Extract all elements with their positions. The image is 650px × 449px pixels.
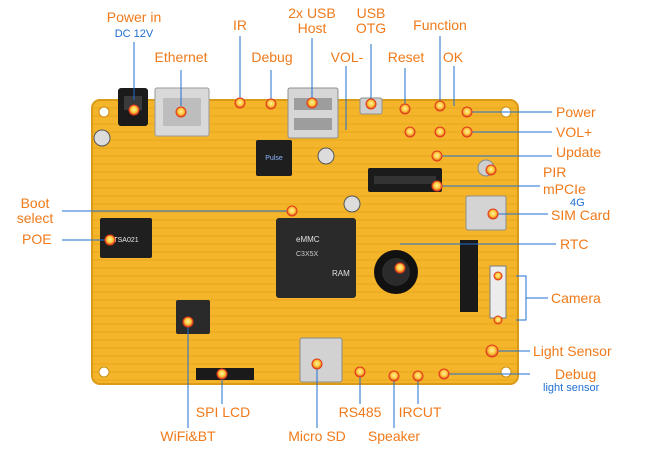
poe-module-text: TSA021 [113,237,138,244]
mpcie-slot [368,168,442,192]
label-usb-host: 2x USB Host [288,5,336,36]
emmc-chip-text: eMMC [296,235,320,244]
label-micro-sd: Micro SD [288,428,346,444]
marker-usb-host [306,97,318,109]
marker-light-sensor [485,344,499,358]
label-debug-bottom: Debug [555,366,597,382]
label-power-in-sub: DC 12V [114,28,154,40]
component-markers [104,97,503,382]
marker-function [434,100,446,112]
label-ok: OK [442,49,464,65]
label-debug-bottom-sub: light sensor [543,382,600,394]
marker-vol-plus [461,126,473,138]
marker-vol-minus [404,126,416,138]
marker-poe [104,234,116,246]
marker-mpcie [431,180,443,192]
label-mpcie: mPCIe [543,181,586,197]
label-rtc: RTC [560,236,589,252]
marker-spi-lcd [216,368,228,380]
marker-sim-card [487,208,499,220]
marker-camera-1 [493,271,503,281]
marker-update [431,150,443,162]
marker-reset [399,103,411,115]
label-spi-lcd: SPI LCD [195,404,251,420]
marker-debug-bottom [438,368,450,380]
label-vol-minus: VOL- [330,49,364,65]
ethernet-transformer: Pulse [256,140,292,176]
label-boot-select: Boot select [16,195,54,226]
leader-lines [62,36,556,428]
marker-speaker [388,370,400,382]
rtc-battery [374,250,418,294]
label-function: Function [413,17,467,33]
label-wifi-bt: WiFi&BT [160,428,216,444]
marker-wifi-bt [182,316,194,328]
label-light-sensor: Light Sensor [533,343,612,359]
label-poe: POE [22,231,52,247]
label-power-in: Power in [106,9,162,25]
marker-ircut [412,370,424,382]
marker-ethernet [175,106,187,118]
marker-rs485 [354,366,366,378]
marker-pir [485,164,497,176]
marker-ok [461,106,473,118]
soc-chip-text: C3X5X [296,251,319,258]
label-speaker: Speaker [367,428,421,444]
label-ethernet: Ethernet [154,49,208,65]
marker-debug-top [265,98,277,110]
soc-module: eMMC C3X5X RAM [276,218,356,298]
label-pir: PIR [543,164,567,180]
marker-boot-select [286,205,298,217]
label-power: Power [556,104,596,120]
usb-host-connector [287,87,339,139]
label-vol-plus: VOL+ [556,124,593,140]
marker-camera-2 [493,315,503,325]
marker-button-2 [434,126,446,138]
pin-header [460,240,478,312]
label-rs485: RS485 [338,404,382,420]
label-camera: Camera [551,290,601,306]
marker-rtc [394,262,406,274]
label-sim-card: SIM Card [551,207,611,223]
ram-chip-text: RAM [332,269,350,278]
marker-usb-otg [365,98,377,110]
poe-module: TSA021 [100,218,152,258]
wifi-bt-module [176,300,210,334]
marker-power-in [128,104,140,116]
micro-sd-slot [299,337,343,383]
label-update: Update [556,144,602,160]
marker-ir [234,97,246,109]
label-ir: IR [233,17,247,33]
label-ircut: IRCUT [398,404,442,420]
marker-micro-sd [311,358,323,370]
label-debug-top: Debug [251,49,293,65]
label-mpcie-sub: 4G [570,197,585,209]
label-reset: Reset [387,49,425,65]
label-usb-otg: USB OTG [355,5,387,36]
pulse-chip-text: Pulse [265,155,283,162]
sim-card-slot [465,195,507,231]
